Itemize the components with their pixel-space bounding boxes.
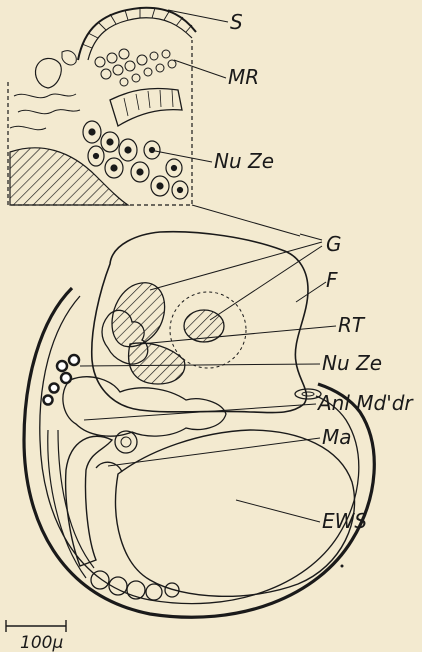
label-nuze: Nu Ze <box>322 351 382 375</box>
label-g: G <box>326 232 342 256</box>
nucleated-cells <box>44 355 80 405</box>
ganglion-mass-left <box>112 283 165 347</box>
gut-tube <box>66 436 112 566</box>
label-rt: RT <box>338 313 366 337</box>
label-ews: EWS <box>322 509 367 533</box>
label-ma: Ma <box>322 425 352 449</box>
inset-connector-line <box>192 205 300 236</box>
label-mr: MR <box>228 65 259 89</box>
inset-cell-cluster <box>95 49 176 86</box>
yolk-mass <box>116 430 355 596</box>
leader-lines <box>80 10 336 522</box>
label-s: S <box>230 10 243 34</box>
figure-labels: S MR Nu Ze G F RT Nu Ze Anl Md'dr Ma EWS <box>214 10 414 533</box>
scale-bar-label: 100µ <box>20 633 63 652</box>
inset-hatched-mass <box>10 148 128 205</box>
detail-inset <box>8 8 196 205</box>
scale-bar: 100µ <box>6 620 66 652</box>
label-anl-mddr: Anl Md'dr <box>316 391 414 415</box>
inset-surface-layer <box>78 8 196 60</box>
label-nuze-inset: Nu Ze <box>214 149 274 173</box>
label-f: F <box>326 268 338 292</box>
